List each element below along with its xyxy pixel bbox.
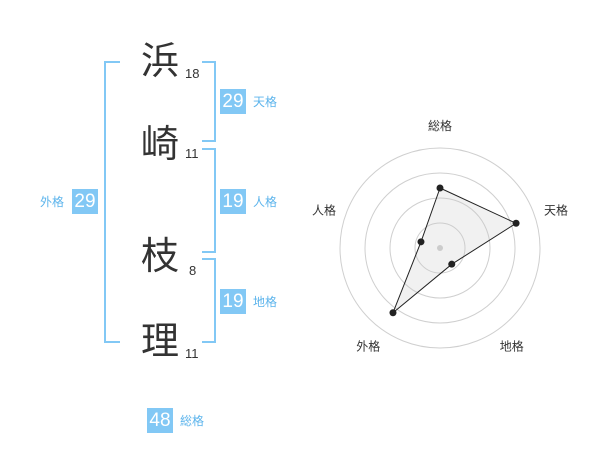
radar-ring bbox=[364, 172, 516, 324]
soukaku-value-badge: 48 bbox=[147, 408, 173, 433]
gaikaku-value-badge: 29 bbox=[72, 189, 98, 214]
stroke-count-4: 11 bbox=[185, 346, 199, 361]
stroke-count-1: 18 bbox=[185, 66, 200, 81]
chikaku-value-badge: 19 bbox=[220, 289, 246, 314]
radar-rings bbox=[339, 147, 541, 349]
jinkaku-bracket bbox=[202, 148, 216, 253]
radar-axis-label: 天格 bbox=[544, 202, 568, 217]
jinkaku-label: 人格 bbox=[253, 195, 278, 209]
soukaku-label: 総格 bbox=[180, 414, 205, 428]
radar-ring bbox=[339, 147, 541, 349]
radar-point bbox=[417, 238, 425, 246]
chikaku-bracket bbox=[202, 258, 216, 343]
radar-axis-label: 外格 bbox=[356, 339, 380, 354]
name-char-3: 枝 bbox=[141, 234, 180, 278]
radar-point bbox=[436, 184, 444, 192]
name-char-2: 崎 bbox=[141, 122, 180, 166]
radar-point bbox=[389, 309, 397, 317]
gaikaku-bracket bbox=[104, 61, 120, 343]
name-char-4: 理 bbox=[141, 319, 180, 363]
radar-center-dot bbox=[437, 245, 443, 251]
tenkaku-bracket bbox=[202, 61, 216, 142]
tenkaku-label: 天格 bbox=[253, 95, 278, 109]
radar-axis-label: 総格 bbox=[428, 118, 452, 133]
chikaku-label: 地格 bbox=[253, 295, 278, 309]
radar-ring bbox=[414, 222, 466, 274]
name-char-1: 浜 bbox=[141, 39, 180, 83]
radar-point bbox=[448, 260, 456, 268]
stroke-count-2: 11 bbox=[185, 146, 199, 161]
radar-axis-label: 人格 bbox=[312, 202, 336, 217]
jinkaku-value-badge: 19 bbox=[220, 189, 246, 214]
radar-point bbox=[512, 219, 520, 227]
gaikaku-label: 外格 bbox=[40, 195, 65, 209]
radar-ring bbox=[389, 197, 491, 299]
tenkaku-value-badge: 29 bbox=[220, 89, 246, 114]
radar-points bbox=[389, 184, 520, 317]
radar-axis-label: 地格 bbox=[500, 339, 524, 354]
stroke-count-3: 8 bbox=[189, 263, 197, 278]
radar-data-polygon bbox=[392, 187, 518, 314]
